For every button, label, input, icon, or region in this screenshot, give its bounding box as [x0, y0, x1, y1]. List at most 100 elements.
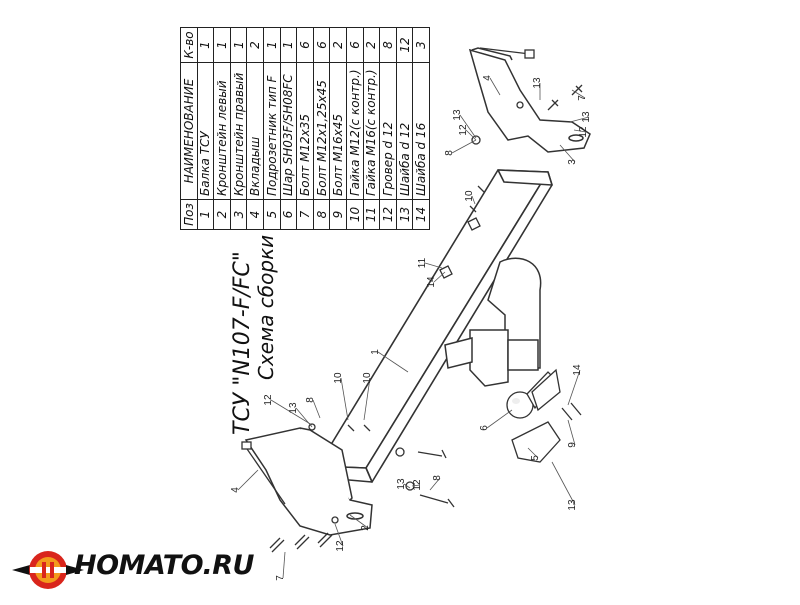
table-cell-name: Кронштейн левый: [213, 62, 231, 200]
callout-number: 1: [370, 349, 381, 355]
callout-number: 8: [444, 150, 455, 156]
leader-line: [349, 514, 369, 529]
leader-lines: [237, 77, 590, 579]
table-cell-pos: 3: [230, 199, 247, 230]
table-cell-name: Балка ТСУ: [197, 62, 214, 200]
table-cell-pos: 10: [346, 199, 364, 230]
leader-line: [571, 89, 586, 99]
table-cell-qty: 8: [379, 27, 397, 63]
callout-number: 8: [432, 475, 443, 481]
leader-line: [573, 129, 587, 133]
table-cell-name: Гровер d 12: [379, 62, 397, 200]
callout-number: 13: [532, 77, 543, 89]
callout-number: 12: [412, 479, 423, 491]
leader-line: [489, 77, 501, 96]
leader-line: [377, 351, 409, 373]
table-cell-name: Гайка М12(с контр.): [346, 62, 364, 200]
hitch-arm: [444, 257, 542, 387]
callout-number: 8: [305, 397, 316, 403]
table-cell-qty: 1: [197, 27, 214, 63]
table-cell-qty: 2: [246, 27, 264, 63]
callout-number: 12: [335, 540, 346, 552]
leader-line: [451, 139, 477, 154]
table-cell-qty: 2: [329, 27, 347, 63]
leader-line: [569, 116, 590, 123]
table-cell-pos: 6: [280, 199, 297, 230]
leader-line: [559, 144, 576, 163]
logo-emblem-icon: [12, 551, 84, 589]
leader-line: [403, 483, 411, 489]
table-cell-name: Вкладыш: [246, 62, 264, 200]
callout-number: 10: [333, 372, 344, 384]
callout-number: 5: [530, 455, 541, 461]
leader-line: [567, 419, 576, 446]
callout-number: 12: [578, 126, 589, 138]
callout-number: 14: [426, 276, 437, 288]
leader-line: [551, 461, 576, 506]
callout-number: 11: [417, 257, 428, 268]
table-cell-qty: 2: [363, 27, 380, 63]
table-cell-name: Подрозетник тип F: [263, 62, 281, 200]
callout-number: 6: [479, 425, 490, 431]
table-cell-name: Гайка М16(с контр.): [363, 62, 380, 200]
table-cell-name: Шайба d 16: [412, 62, 430, 200]
table-cell-qty: 1: [230, 27, 247, 63]
leader-line: [312, 399, 321, 419]
table-cell-pos: 13: [396, 199, 413, 230]
callout-number: 12: [458, 124, 469, 136]
right-bracket: [468, 47, 591, 153]
table-cell-qty: 1: [213, 27, 231, 63]
leader-line: [334, 523, 344, 547]
table-cell-pos: 4: [246, 199, 264, 230]
callout-number: 13: [452, 109, 463, 121]
callout-number: 7: [275, 575, 286, 581]
leader-line: [411, 484, 421, 487]
callout-number: 3: [567, 159, 578, 165]
table-cell-qty: 12: [396, 27, 413, 63]
leader-line: [237, 469, 259, 491]
leader-line: [567, 369, 581, 406]
table-cell-qty: 1: [263, 27, 281, 63]
table-cell-pos: 2: [213, 199, 231, 230]
leader-line: [429, 477, 441, 491]
callout-number: 13: [396, 478, 407, 490]
socket-plate: [511, 421, 561, 463]
callout-number: 2: [360, 525, 371, 531]
table-cell-qty: 6: [346, 27, 364, 63]
table-cell-pos: 7: [296, 199, 314, 230]
table-cell-pos: 9: [329, 199, 347, 230]
table-cell-name: Шайба d 12: [396, 62, 413, 200]
leader-line: [424, 262, 443, 269]
callout-number: 9: [567, 442, 578, 448]
callout-number: 13: [581, 111, 592, 123]
table-header-row: Поз НАИМЕНОВАНИЕ К-во: [180, 27, 198, 230]
leader-line: [486, 409, 513, 429]
callout-number: 10: [362, 372, 373, 384]
header-pos: Поз: [180, 199, 198, 230]
leader-line: [459, 114, 477, 139]
logo-text: HOMATO.RU: [74, 550, 254, 581]
callout-number: 14: [572, 364, 583, 376]
table-cell-qty: 3: [412, 27, 430, 63]
diagram-subtitle: Схема сборки: [254, 234, 278, 380]
table-cell-pos: 8: [313, 199, 330, 230]
callout-number: 10: [464, 190, 475, 202]
table-cell-name: Шар SH03F/SH08FC: [280, 62, 297, 200]
leader-line: [527, 447, 539, 459]
leader-line: [340, 377, 349, 421]
